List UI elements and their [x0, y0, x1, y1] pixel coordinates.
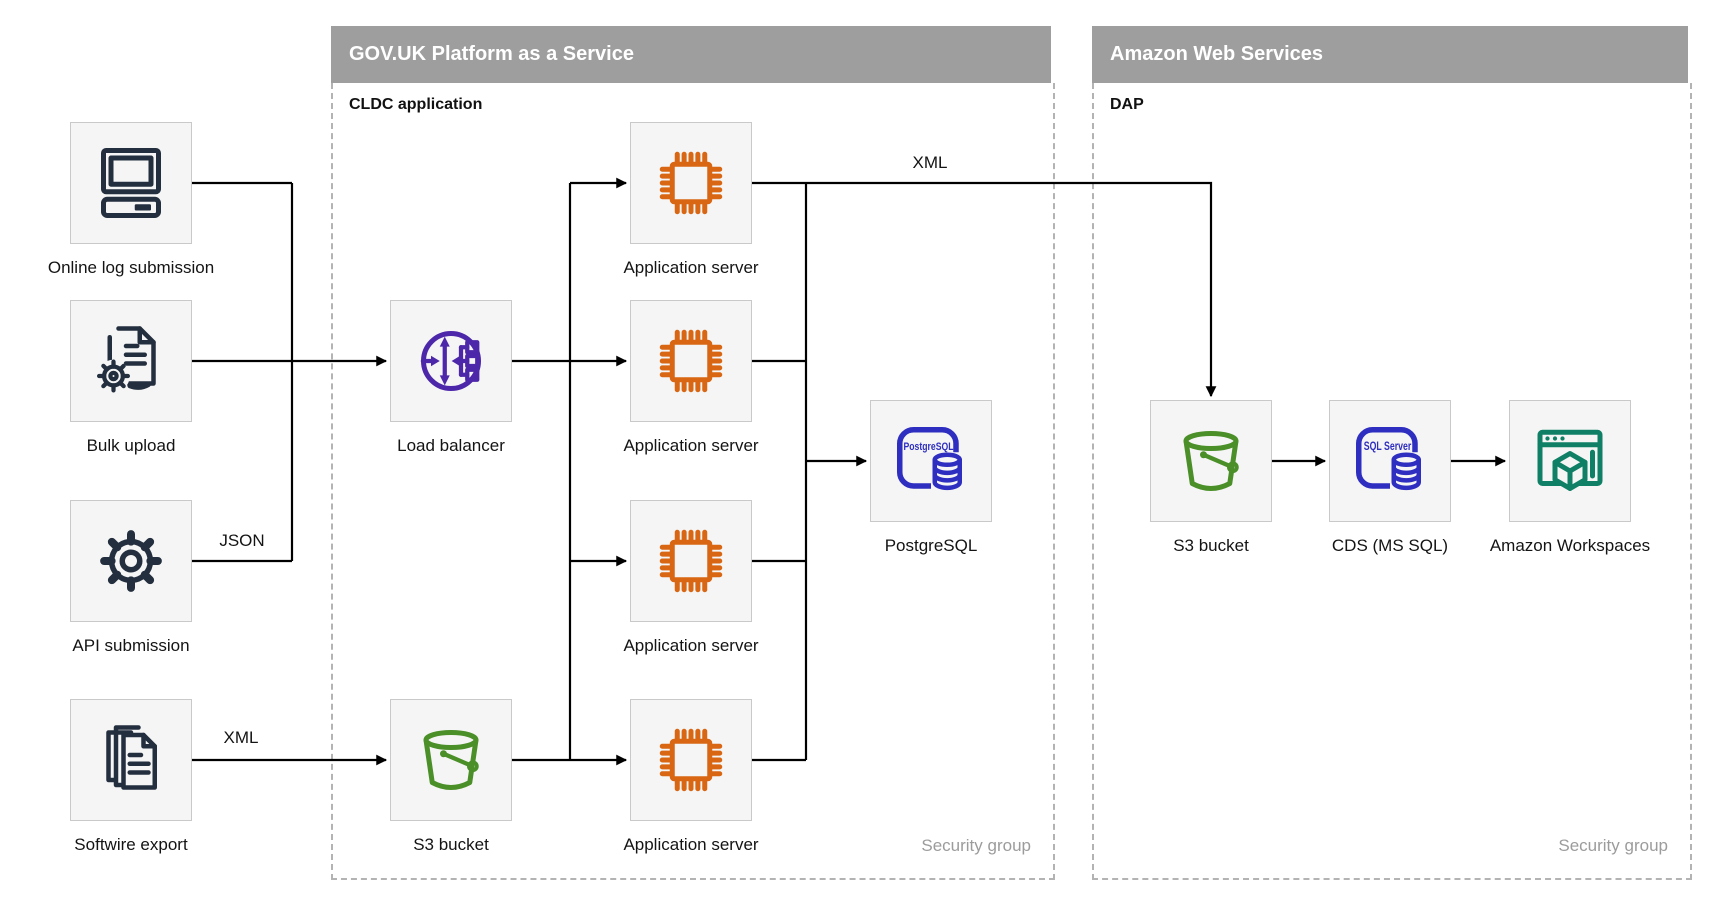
paas-container-boundary — [331, 83, 1055, 880]
paas-container-title: GOV.UK Platform as a Service — [349, 43, 634, 65]
computer-icon — [101, 148, 161, 218]
paas-security-group-label: Security group — [921, 836, 1031, 855]
postgresql-database-icon: PostgreSQL — [897, 427, 966, 493]
node-s3-bucket-paas — [390, 699, 512, 821]
paas-container-header: GOV.UK Platform as a Service — [331, 26, 1051, 83]
node-cds-mssql: SQL Server — [1329, 400, 1451, 522]
node-s3-bucket-aws — [1150, 400, 1272, 522]
edge-label-xml-softwire: XML — [223, 728, 259, 747]
chip-icon — [659, 529, 723, 593]
aws-container-header: Amazon Web Services — [1092, 26, 1688, 83]
node-label: Application server — [623, 835, 759, 854]
edge-label-xml-app: XML — [912, 153, 948, 172]
sql-server-database-icon: SQL Server — [1356, 427, 1425, 493]
node-label: Softwire export — [74, 835, 188, 854]
chip-icon — [659, 329, 723, 393]
aws-sublabel: DAP — [1110, 96, 1144, 113]
gear-icon — [100, 530, 162, 592]
node-app-server-3 — [630, 500, 752, 622]
node-label: Amazon Workspaces — [1489, 536, 1651, 555]
node-label: API submission — [72, 636, 190, 655]
node-app-server-1 — [630, 122, 752, 244]
chip-icon — [659, 728, 723, 792]
node-load-balancer — [390, 300, 512, 422]
node-softwire-export — [70, 699, 192, 821]
node-bulk-upload — [70, 300, 192, 422]
node-label: Application server — [623, 636, 759, 655]
workspaces-icon — [1537, 429, 1603, 491]
document-gear-icon — [97, 326, 156, 393]
load-balancer-icon — [420, 331, 481, 391]
node-label: S3 bucket — [413, 835, 489, 854]
documents-stack-icon — [106, 725, 157, 790]
chip-icon — [659, 151, 723, 215]
node-label: Bulk upload — [86, 436, 176, 455]
node-label: CDS (MS SQL) — [1331, 536, 1449, 555]
node-label: Load balancer — [397, 436, 505, 455]
node-label: Online log submission — [47, 258, 215, 277]
node-app-server-2 — [630, 300, 752, 422]
node-label: S3 bucket — [1173, 536, 1249, 555]
node-postgresql: PostgreSQL — [870, 400, 992, 522]
aws-container-title: Amazon Web Services — [1110, 43, 1324, 65]
node-label: Application server — [623, 258, 759, 277]
node-api-submission — [70, 500, 192, 622]
node-online-log-submission — [70, 122, 192, 244]
node-amazon-workspaces — [1509, 400, 1631, 522]
s3-bucket-icon — [1183, 431, 1239, 491]
node-app-server-4 — [630, 699, 752, 821]
paas-sublabel: CLDC application — [349, 96, 483, 113]
aws-security-group-label: Security group — [1558, 836, 1668, 855]
sql-server-icon-text: SQL Server — [1364, 439, 1412, 453]
s3-bucket-icon — [423, 730, 479, 790]
node-label: Application server — [623, 436, 759, 455]
node-label: PostgreSQL — [884, 536, 978, 555]
postgresql-icon-text: PostgreSQL — [904, 441, 954, 453]
aws-container-boundary — [1092, 83, 1692, 880]
edge-label-json: JSON — [219, 531, 265, 550]
